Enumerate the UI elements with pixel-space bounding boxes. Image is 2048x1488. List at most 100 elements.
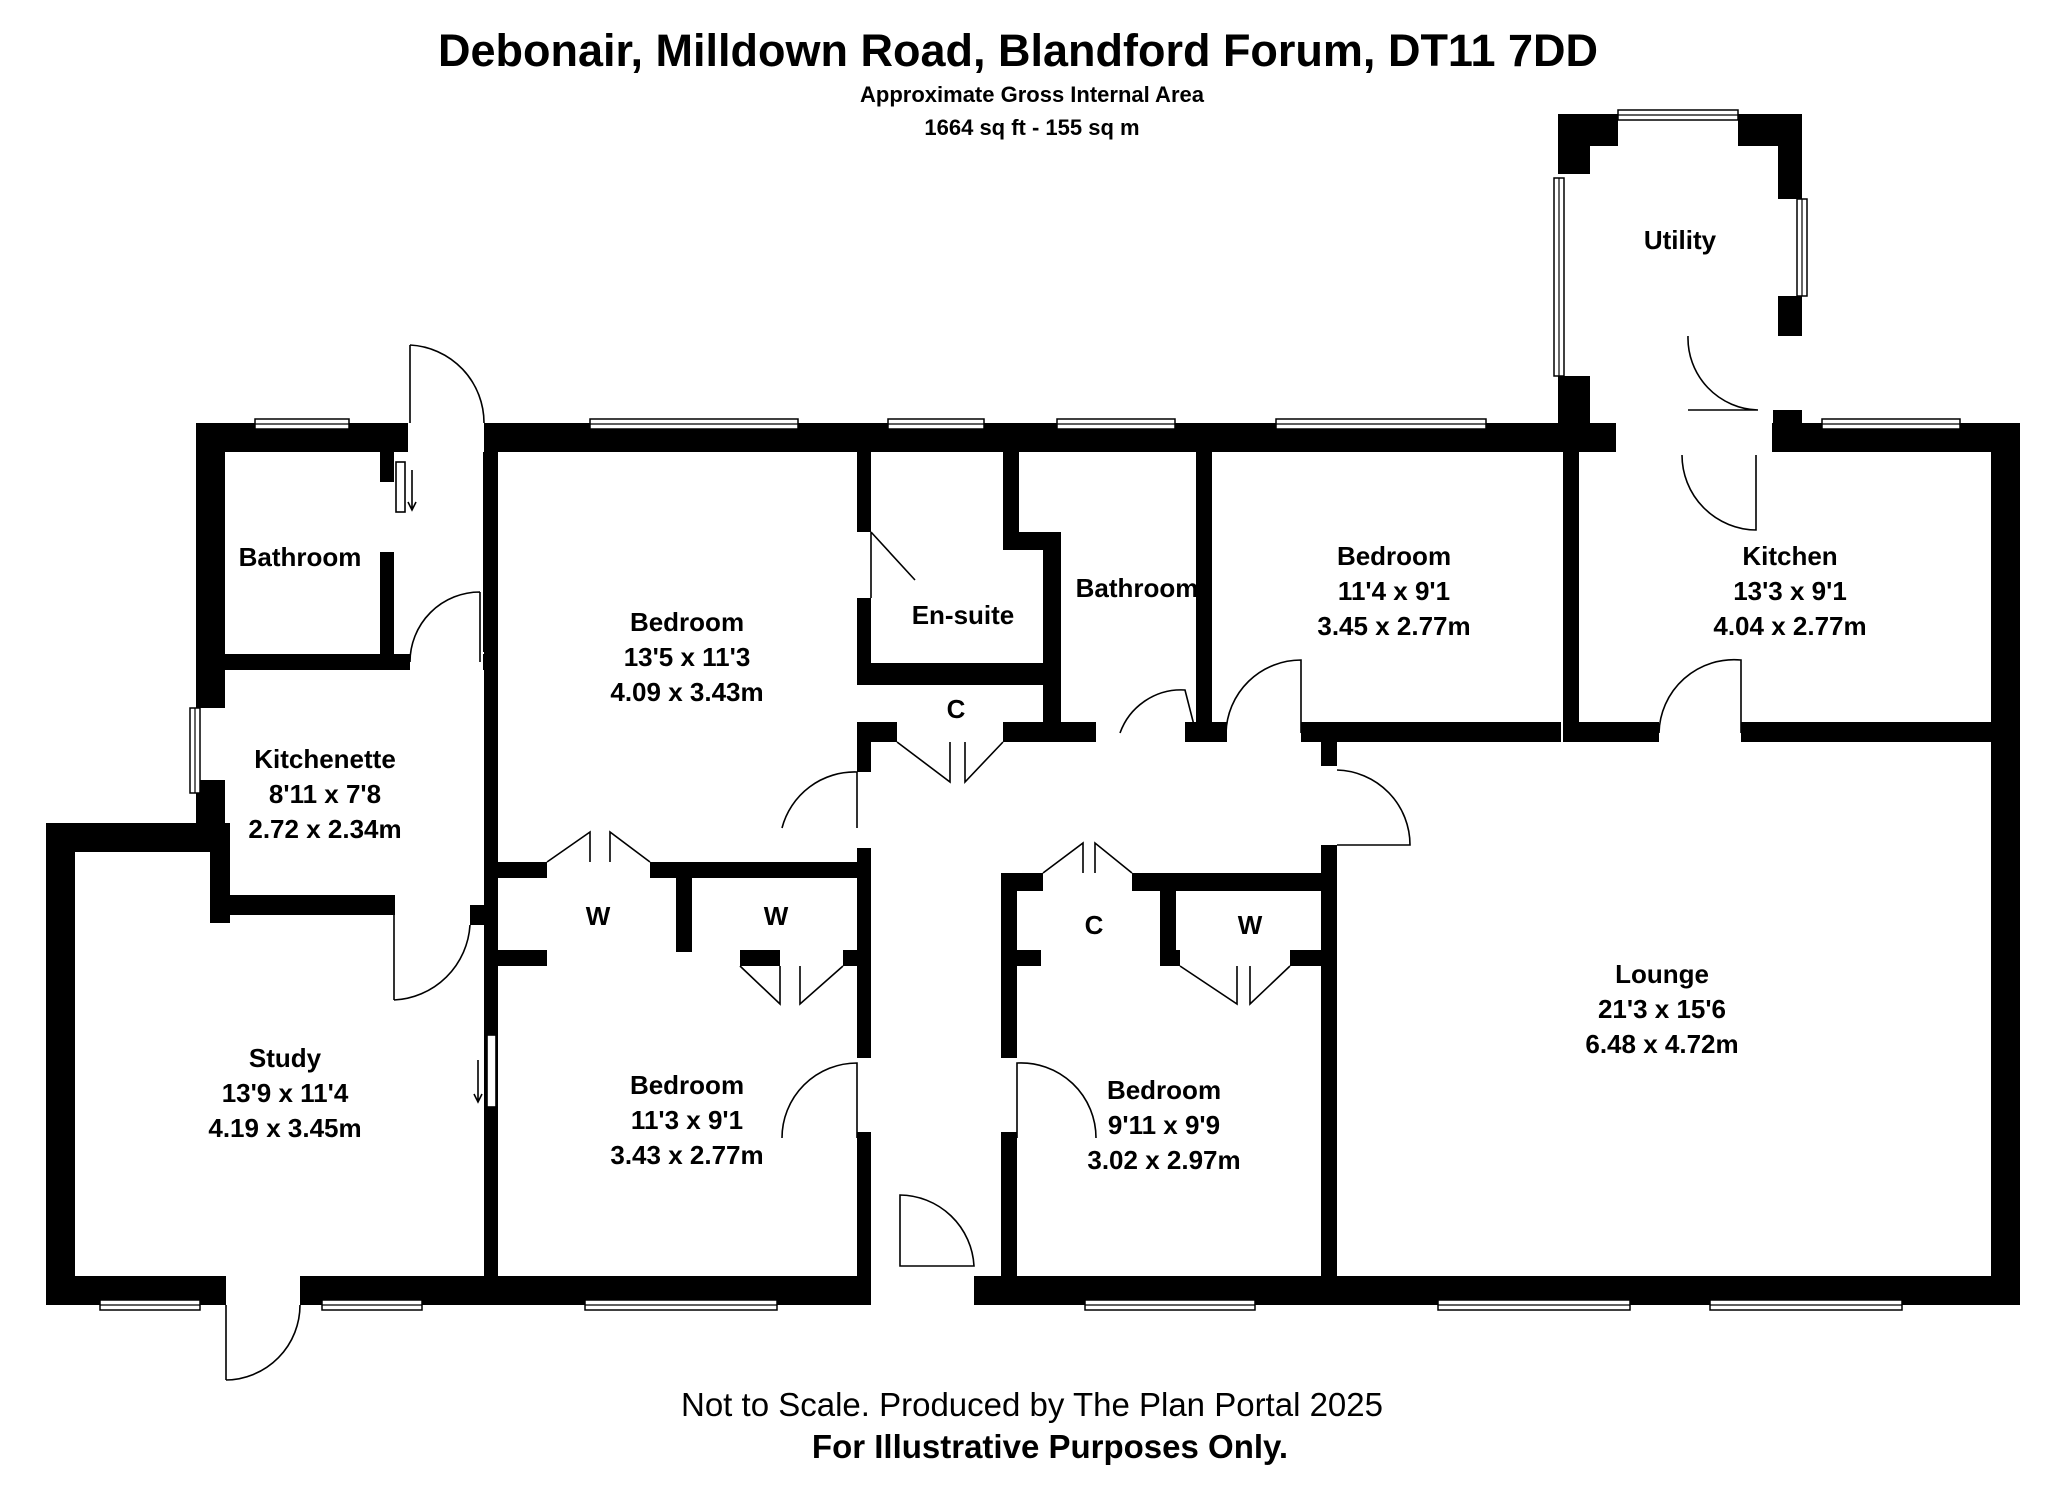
room-dimensions-metric: 3.43 x 2.77m <box>610 1140 763 1170</box>
wall <box>857 1132 871 1305</box>
wall <box>1001 950 1041 966</box>
wall <box>1043 532 1061 732</box>
wall <box>1778 296 1802 336</box>
room-dimensions-metric: 2.72 x 2.34m <box>248 814 401 844</box>
room-dimensions-metric: 3.02 x 2.97m <box>1087 1145 1240 1175</box>
wall <box>1290 950 1322 966</box>
wall <box>46 823 75 1305</box>
wall <box>1196 452 1212 734</box>
sliding-door <box>395 461 406 513</box>
window <box>887 418 985 430</box>
wall <box>857 732 871 772</box>
wall <box>1778 114 1802 199</box>
room-dimensions-metric: 4.04 x 2.77m <box>1713 611 1866 641</box>
sliding-arrow <box>473 1060 483 1104</box>
room-bathroom-left: Bathroom <box>239 542 362 572</box>
room-kitchenette: Kitchenette 8'11 x 7'8 2.72 x 2.34m <box>248 744 401 844</box>
area-value: 1664 sq ft - 155 sq m <box>924 115 1139 140</box>
cupboard-label: C <box>947 694 966 724</box>
door-swing <box>225 1304 301 1381</box>
wardrobe-doors <box>896 741 1004 785</box>
wall <box>1741 722 2020 742</box>
room-name: Kitchenette <box>254 744 396 774</box>
room-bedroom-lower-right: Bedroom 9'11 x 9'9 3.02 x 2.97m <box>1087 1075 1240 1175</box>
room-name: Bedroom <box>630 607 744 637</box>
wall <box>380 552 394 662</box>
window <box>584 1299 778 1311</box>
wall <box>1001 1132 1017 1305</box>
wall <box>650 862 870 878</box>
window <box>1275 418 1487 430</box>
wardrobe-doors <box>1042 841 1133 874</box>
cupboard-label: C <box>1085 910 1104 940</box>
wall <box>1563 452 1579 742</box>
wardrobe-label: W <box>586 901 611 931</box>
wall <box>857 848 871 1058</box>
room-name: Bedroom <box>1337 541 1451 571</box>
wall <box>380 452 394 482</box>
door-swing <box>1016 1062 1097 1139</box>
window <box>589 418 799 430</box>
wardrobe-doors <box>1179 965 1291 1006</box>
door-swing <box>409 591 481 663</box>
door-swing <box>1336 769 1411 846</box>
room-name: Utility <box>1644 225 1717 255</box>
wardrobe-label: W <box>1238 910 1263 940</box>
wall <box>1558 114 1618 146</box>
room-dimensions-imperial: 11'3 x 9'1 <box>631 1105 743 1135</box>
wall <box>857 663 1057 685</box>
window <box>99 1299 201 1311</box>
wall <box>196 423 225 708</box>
room-name: Bedroom <box>1107 1075 1221 1105</box>
footer-note: Not to Scale. Produced by The Plan Porta… <box>681 1386 1383 1423</box>
wall <box>484 452 498 1292</box>
window <box>1056 418 1176 430</box>
room-dimensions-imperial: 13'9 x 11'4 <box>222 1078 349 1108</box>
wall <box>46 823 225 852</box>
room-dimensions-metric: 4.09 x 3.43m <box>610 677 763 707</box>
room-name: Lounge <box>1615 959 1709 989</box>
sliding-door <box>486 1034 497 1108</box>
room-name: Kitchen <box>1742 541 1837 571</box>
room-study: Study 13'9 x 11'4 4.19 x 3.45m <box>208 1043 361 1143</box>
plan-title: Debonair, Milldown Road, Blandford Forum… <box>438 25 1598 76</box>
room-dimensions-metric: 6.48 x 4.72m <box>1585 1029 1738 1059</box>
footer-disclaimer: For Illustrative Purposes Only. <box>812 1428 1288 1465</box>
wall <box>1558 376 1590 452</box>
wall <box>1132 873 1322 891</box>
wardrobe-doors <box>739 965 844 1006</box>
doors <box>225 335 1759 1381</box>
room-kitchen: Kitchen 13'3 x 9'1 4.04 x 2.77m <box>1713 541 1866 641</box>
wall <box>1590 432 1600 452</box>
wall <box>857 452 871 532</box>
door-swing <box>781 771 858 829</box>
wardrobe-label: W <box>764 901 789 931</box>
room-dimensions-imperial: 9'11 x 9'9 <box>1108 1110 1220 1140</box>
wall <box>497 950 547 966</box>
window <box>1553 177 1565 377</box>
door-swing <box>1681 454 1757 531</box>
wall <box>676 862 692 952</box>
wall <box>1160 950 1180 966</box>
room-name: Bathroom <box>239 542 362 572</box>
wall <box>380 895 394 915</box>
room-dimensions-imperial: 21'3 x 15'6 <box>1598 994 1726 1024</box>
window <box>1617 109 1739 121</box>
window <box>321 1299 423 1311</box>
door-swing <box>1225 659 1302 734</box>
wall <box>497 862 547 878</box>
room-bedroom-lower-left: Bedroom 11'3 x 9'1 3.43 x 2.77m <box>610 1070 763 1170</box>
room-ensuite: En-suite <box>912 600 1015 630</box>
sliding-arrow <box>407 470 417 512</box>
door-swing <box>1658 658 1742 734</box>
room-utility: Utility <box>1644 225 1717 255</box>
wall <box>1301 722 1561 742</box>
area-label: Approximate Gross Internal Area <box>860 82 1205 107</box>
door-swing <box>899 1194 975 1267</box>
room-dimensions-imperial: 13'5 x 11'3 <box>624 642 751 672</box>
door-swing <box>1119 689 1197 734</box>
door-swing <box>1687 335 1759 411</box>
door-swing <box>393 915 471 1001</box>
room-name: Study <box>249 1043 322 1073</box>
